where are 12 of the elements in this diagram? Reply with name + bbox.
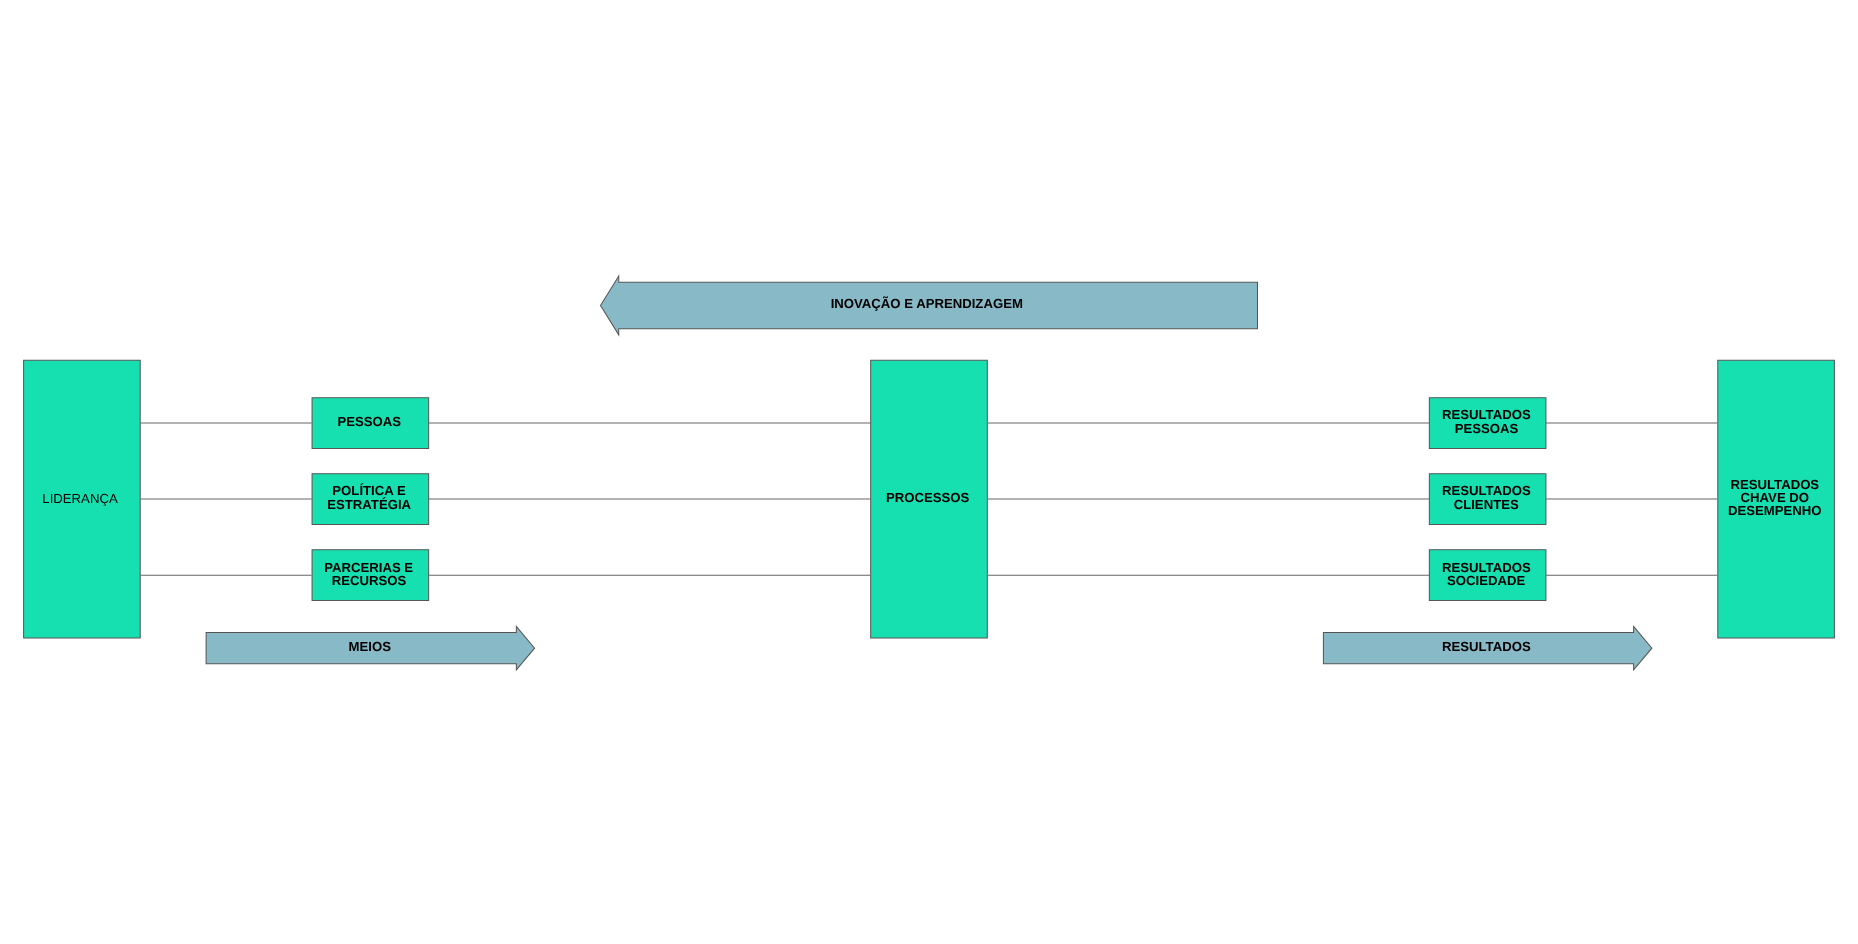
- connector: [986, 421, 1430, 423]
- connector: [139, 573, 313, 575]
- connector: [139, 497, 313, 499]
- connector: [986, 573, 1430, 575]
- connector: [1545, 573, 1718, 575]
- connector: [986, 497, 1430, 499]
- connector: [1545, 421, 1718, 423]
- connector: [428, 421, 872, 423]
- connector: [428, 573, 872, 575]
- connector: [428, 497, 872, 499]
- connector: [1545, 497, 1718, 499]
- connector: [139, 421, 313, 423]
